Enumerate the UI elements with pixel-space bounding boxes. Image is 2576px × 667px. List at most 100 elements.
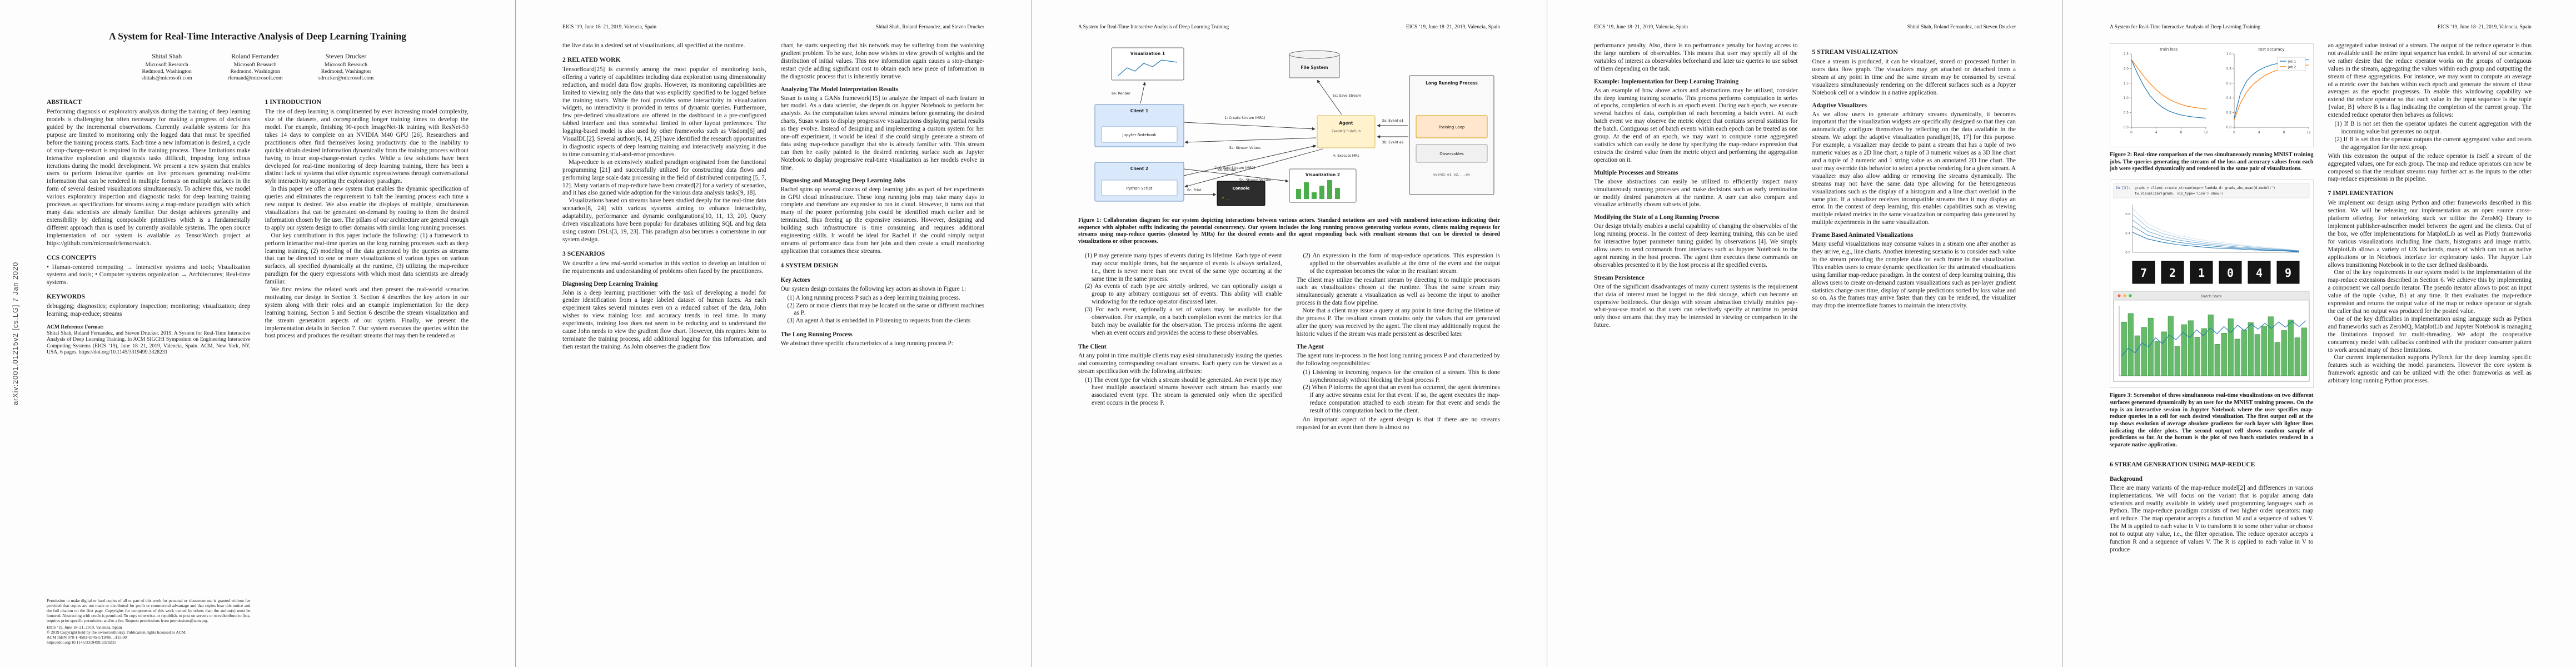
section-heading: CCS CONCEPTS <box>47 253 97 261</box>
column-1: the live data in a desired set of visual… <box>562 42 766 645</box>
svg-text:events: e1, e2, …, en: events: e1, e2, …, en <box>1433 173 1470 177</box>
column-1: (1) P may generate many types of events … <box>1078 251 1282 645</box>
paragraph: As an example of how above actors and ab… <box>1594 87 1798 163</box>
subsection-heading: Frame Based Animated Visualizations <box>1812 232 1914 239</box>
svg-text:job 1: job 1 <box>2288 61 2296 64</box>
paragraph: Our system design contains the following… <box>780 285 966 292</box>
author-affiliation: Microsoft Research <box>325 62 367 68</box>
copyright-line: ACM ISBN 978-1-4503-6745-5/19/06…$15.00 <box>47 635 127 640</box>
node-visualization-1 <box>1111 47 1184 81</box>
viz2-bar <box>1335 188 1340 199</box>
columns: performance penalty. Also, there is no p… <box>1594 42 2016 645</box>
native-app-titlebar <box>2113 291 2310 301</box>
batch-stat-bar <box>2294 337 2300 376</box>
digit-sample-image <box>2132 261 2155 284</box>
list-item: (1) The event type for which a stream sh… <box>1085 376 1282 407</box>
running-header: A System for Real-Time Interactive Analy… <box>1078 24 1500 30</box>
node-observables <box>1416 144 1488 163</box>
author-affiliation: Redmond, Washington <box>321 68 371 74</box>
section-heading: ABSTRACT <box>47 98 82 106</box>
section-heading: 6 STREAM GENERATION USING MAP-REDUCE <box>2110 460 2255 468</box>
arxiv-stamp: arXiv:2001.01215v2 [cs.LG] 7 Jan 2020 <box>11 262 19 405</box>
subsection-heading: Background <box>2110 475 2142 482</box>
list-item: (2) If B is set then the operator output… <box>2334 136 2532 151</box>
running-header-left: EICS ’19, June 18–21, 2019, Valencia, Sp… <box>1594 24 1688 30</box>
svg-text:> _: > _ <box>1222 196 1229 200</box>
svg-text:0.8: 0.8 <box>2125 213 2130 216</box>
batch-stat-bar <box>2148 317 2154 376</box>
batch-stat-bar <box>2134 335 2140 376</box>
svg-text:0.0: 0.0 <box>2125 251 2130 255</box>
svg-text:12: 12 <box>2306 131 2311 135</box>
columns: the live data in a desired set of visual… <box>562 42 984 645</box>
running-header-right: EICS ’19, June 18–21, 2019, Valencia, Sp… <box>2437 24 2532 30</box>
page-3-inner: A System for Real-Time Interactive Analy… <box>1078 24 1500 645</box>
svg-text:1.5: 1.5 <box>2124 82 2129 86</box>
window-control-icon[interactable] <box>2129 294 2132 297</box>
paragraph: Note that a client may issue a query at … <box>1296 307 1501 337</box>
viz2-bar <box>1319 186 1324 199</box>
svg-text:1: 1 <box>2198 266 2205 280</box>
paragraph: Rachel spins up several dozens of deep l… <box>780 186 985 255</box>
page-5: A System for Real-Time Interactive Analy… <box>2062 0 2576 667</box>
svg-text:1.0: 1.0 <box>2124 97 2129 100</box>
paragraph: the live data in a desired set of visual… <box>562 42 745 49</box>
svg-text:0.5: 0.5 <box>2124 112 2129 115</box>
paragraph: Our design trivially enables a useful ca… <box>1594 223 1798 268</box>
svg-text:Client 1: Client 1 <box>1130 108 1149 113</box>
svg-text:0.0: 0.0 <box>2226 126 2232 130</box>
column-2: an aggregated value instead of a stream.… <box>2328 42 2532 645</box>
running-header: EICS ’19, June 18–21, 2019, Valencia, Sp… <box>1594 24 2016 30</box>
digit-sample-image <box>2276 261 2300 284</box>
author-name: Roland Fernandez <box>231 52 280 60</box>
node-console <box>1217 181 1265 206</box>
paragraph: Our key contributions in this paper incl… <box>265 232 469 286</box>
figure-caption: Figure 1: Collaboration diagram for our … <box>1078 217 1500 245</box>
paragraph: Map-reduce is an extensively studied par… <box>562 158 766 197</box>
list-item: (3) An agent A that is embedded in P lis… <box>787 317 971 325</box>
window-control-icon[interactable] <box>2123 294 2126 297</box>
svg-text:Visualization 1: Visualization 1 <box>1130 51 1165 56</box>
node-training-loop <box>1416 115 1488 138</box>
running-header-right: EICS ’19, June 18–21, 2019, Valencia, Sp… <box>1406 24 1500 30</box>
svg-text:3b: Event e2: 3b: Event e2 <box>1382 141 1403 145</box>
svg-text:grads = client.create_stream(e: grads = client.create_stream(expr='lambd… <box>2135 186 2275 190</box>
svg-text:Training Loop: Training Loop <box>1438 125 1465 130</box>
numbered-list: (2) An expression in the form of map-red… <box>1297 252 1501 276</box>
copyright-line: https://doi.org/10.1145/3319499.3328231 <box>47 640 116 645</box>
list-item: (1) P may generate many types of events … <box>1085 252 1282 282</box>
svg-text:File System: File System <box>1301 65 1328 70</box>
svg-text:0.0: 0.0 <box>2124 126 2129 130</box>
paragraph: With this extension the output of the re… <box>2328 152 2532 183</box>
node-agent <box>1317 115 1376 148</box>
paragraph: We implement our design using Python and… <box>2328 200 2532 268</box>
figure-caption: Figure 2: Real-time comparison of the tw… <box>2110 152 2314 172</box>
section-heading: KEYWORDS <box>47 293 85 301</box>
digit-sample-image <box>2161 261 2184 284</box>
section-heading: 1 INTRODUCTION <box>265 98 321 106</box>
numbered-list: (1) If B is not set then the operator up… <box>2328 121 2532 152</box>
paper-title: A System for Real-Time Interactive Analy… <box>109 31 406 42</box>
svg-text:9: 9 <box>2285 266 2291 280</box>
batch-stat-bar <box>2274 342 2280 376</box>
batch-stat-bar <box>2174 346 2180 376</box>
svg-text:Batch Stats: Batch Stats <box>2201 295 2221 298</box>
copyright-line: EICS ’19, June 18–21, 2019, Valencia, Sp… <box>47 625 122 630</box>
copyright-line: © 2019 Copyright held by the owner/autho… <box>47 630 187 635</box>
viz2-bar <box>1304 182 1309 199</box>
copyright-block: Permission to make digital or hard copie… <box>47 594 251 645</box>
batch-stat-bar <box>2127 313 2134 376</box>
section-heading: 2 RELATED WORK <box>562 56 621 63</box>
digit-sample-image <box>2248 261 2271 284</box>
node-jupyter-notebook <box>1101 126 1178 143</box>
list-item: (2) As events of each type are strictly … <box>1085 283 1282 306</box>
paragraph: Once a stream is produced, it can be vis… <box>1812 58 2016 96</box>
subsection-heading: Key Actors <box>780 276 810 283</box>
window-control-icon[interactable] <box>2117 294 2121 297</box>
